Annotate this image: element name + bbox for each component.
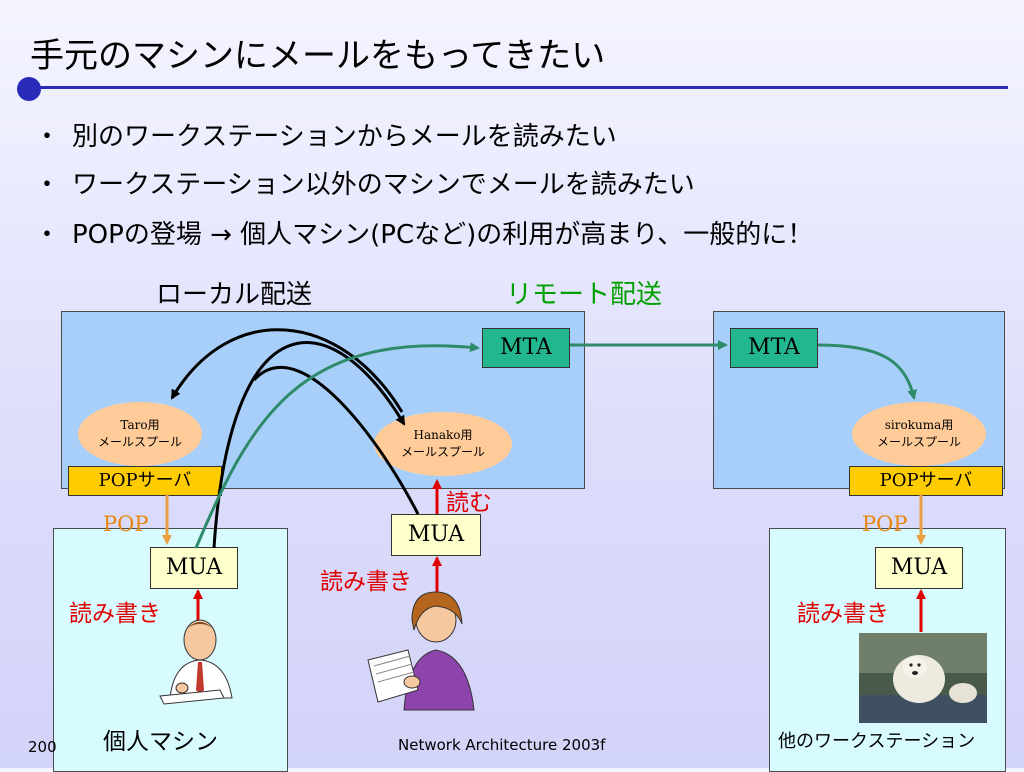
bullet-item: ・ POPの登場 → 個人マシン(PCなど)の利用が高まり、一般的に！ [34,214,813,251]
bullet-symbol: ・ [34,220,61,250]
local-delivery-label: ローカル配送 [156,280,313,310]
mta-local: MTA [482,328,570,368]
bullet-item: ・ワークステーション以外のマシンでメールを読みたい [34,164,695,201]
mua-personal: MUA [150,547,238,589]
spool-owner-label: Hanako用 [413,428,473,442]
read-write-label: 読み書き [320,569,412,595]
spool-owner-label: sirokuma用 [884,418,954,432]
spool-label: メールスプール [97,435,182,449]
bullet-text: POPの登場 → 個人マシン(PCなど)の利用が高まり、一般的に！ [72,220,814,250]
other-workstation-label: 他のワークステーション [778,731,976,752]
read-write-label: 読み書き [797,601,889,627]
mua-other-workstation: MUA [875,547,963,589]
pop-protocol-label: POP [862,512,908,536]
bullet-symbol: ・ [34,170,61,200]
bullet-text: 別のワークステーションからメールを読みたい [72,122,617,152]
hanako-mail-spool: Hanako用 メールスプール [374,412,512,476]
title-bullet-dot [17,77,41,101]
mua-workstation: MUA [391,514,481,556]
bullet-symbol: ・ [34,122,61,152]
bullet-item: ・別のワークステーションからメールを読みたい [34,116,617,153]
personal-machine-label: 個人マシン [103,729,218,755]
slide-title: 手元のマシンにメールをもってきたい [30,36,606,76]
bullet-text: ワークステーション以外のマシンでメールを読みたい [72,170,695,200]
footer-date: 200 [28,738,57,756]
woman-clipart [367,591,475,711]
spool-owner-label: Taro用 [120,418,160,432]
pop-server-local: POPサーバ [68,466,222,496]
pop-server-remote: POPサーバ [849,466,1003,496]
read-write-label: 読み書き [69,601,161,627]
pop-protocol-label: POP [103,512,149,536]
spool-label: メールスプール [876,435,961,449]
taro-mail-spool: Taro用 メールスプール [78,402,202,466]
remote-delivery-label: リモート配送 [506,280,663,310]
sirokuma-mail-spool: sirokuma用 メールスプール [852,402,986,466]
footer-course-title: Network Architecture 2003f [398,736,606,754]
title-underline [24,86,1008,89]
spool-label: メールスプール [400,445,485,459]
read-label: 読む [446,490,492,516]
mta-remote: MTA [730,328,818,368]
